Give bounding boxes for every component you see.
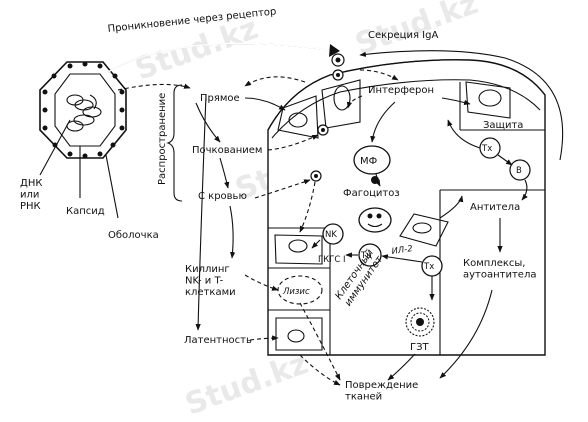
tissue-block: Лизис — [267, 59, 546, 356]
nk-cell — [322, 223, 344, 245]
envelope-pointer — [105, 154, 119, 219]
th-label: Тх — [481, 144, 492, 154]
il2-label: ИЛ-2 — [391, 244, 413, 257]
spread-brace — [166, 84, 183, 202]
tc-label: Тц — [360, 251, 372, 261]
dth-granuloma — [405, 307, 435, 337]
tc-cell — [358, 243, 382, 267]
iga-secretion-label: Секреция IgA — [368, 30, 438, 41]
envelope-label: Оболочка — [108, 230, 159, 241]
genome-pointer — [39, 119, 71, 176]
phagocytosis-cell — [399, 213, 449, 247]
capsid-spikes — [42, 61, 125, 159]
spread-label: Распространение — [157, 93, 168, 185]
b-label: B — [516, 166, 522, 176]
budding-label: Почкованием — [192, 145, 262, 156]
th2-label: Тх — [423, 262, 434, 272]
watermark: Stud.kz — [181, 346, 313, 422]
protection-label: Защита — [483, 120, 523, 131]
interferon-label: Интерферон — [368, 85, 434, 96]
direct-label: Прямое — [200, 93, 240, 104]
macrophage-label: МФ — [360, 156, 378, 167]
phagocyte — [358, 207, 392, 233]
nk-label: NK — [325, 230, 337, 240]
infected-cell — [274, 234, 323, 265]
epithelial-cell-2 — [321, 79, 361, 129]
mhc-label: ГКГС I — [318, 255, 346, 265]
blood-label: С кровью — [198, 191, 247, 202]
antibodies-label: Антитела — [470, 202, 520, 213]
genome-coil — [66, 94, 102, 132]
capsid-label: Капсид — [66, 206, 105, 217]
epithelial-cell-1 — [277, 95, 319, 139]
dth-label: ГЗТ — [410, 342, 430, 353]
phagocytosis-label: Фагоцитоз — [343, 188, 400, 199]
complexes-label: Комплексы,аутоантитела — [463, 258, 536, 281]
lysis-label: Лизис — [282, 287, 310, 297]
macrophage — [353, 145, 391, 175]
latency-label: Латентность — [184, 335, 252, 346]
b-cell — [509, 159, 531, 181]
